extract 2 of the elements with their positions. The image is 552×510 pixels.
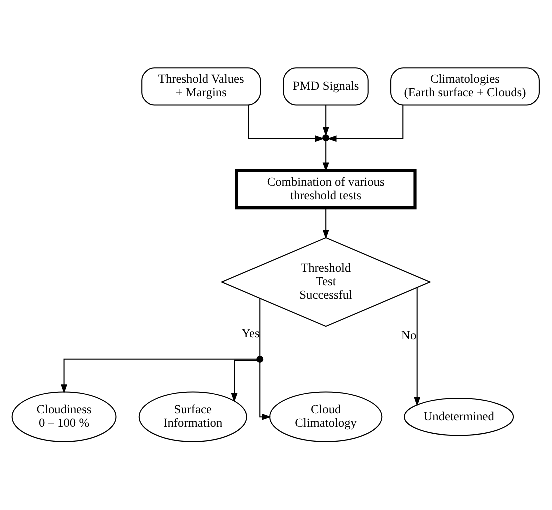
edge-label: No [402, 328, 417, 342]
edge-label: Yes [242, 326, 260, 340]
